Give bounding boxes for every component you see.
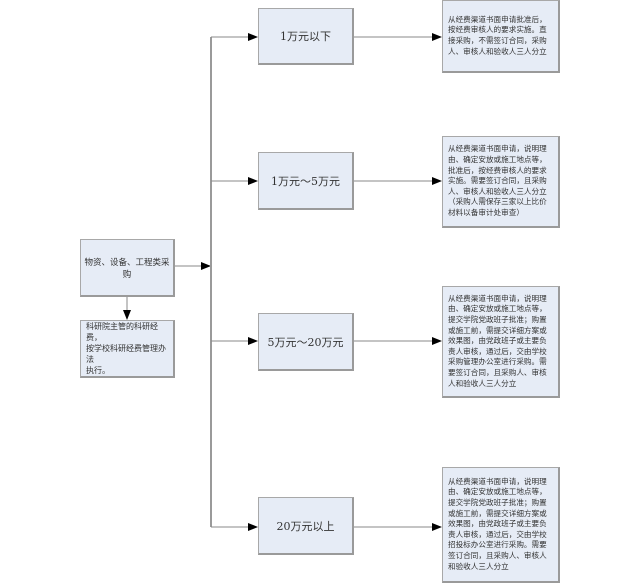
description-box-4: 从经费渠道书面申请，说明理 由、确定安放或施工地点等， 提交学院党政班子批准；购…	[442, 467, 560, 583]
description-box-3: 从经费渠道书面申请，说明理 由、确定安放或施工地点等， 提交学院党政班子批准；购…	[442, 286, 560, 398]
tier-box-3: 5万元～20万元	[258, 313, 354, 371]
tier-label: 5万元～20万元	[267, 335, 344, 349]
side-note-label: 科研院主管的科研经费， 按学校科研经费管理办法 执行。	[86, 322, 166, 375]
tier-box-1: 1万元以下	[258, 8, 354, 65]
root-label: 物资、设备、工程类采购	[84, 257, 170, 280]
side-note-box: 科研院主管的科研经费， 按学校科研经费管理办法 执行。	[80, 320, 175, 378]
tier-box-2: 1万元～5万元	[258, 152, 354, 210]
tier-box-4: 20万元以上	[258, 497, 354, 555]
tier-label: 1万元～5万元	[271, 174, 340, 188]
tier-label: 1万元以下	[280, 30, 331, 43]
root-box: 物资、设备、工程类采购	[80, 239, 175, 297]
description-text: 从经费渠道书面申请，说明理 由、确定安放或施工地点等， 提交学院党政班子批准；购…	[448, 476, 547, 571]
description-text: 从经费渠道书面申请，说明理 由、确定安放或施工地点等， 提交学院党政班子批准；购…	[448, 293, 547, 388]
tier-label: 20万元以上	[276, 519, 335, 533]
description-text: 从经费渠道书面申请，说明理 由、确定安放或施工地点等， 批准后，按经费审核人的要…	[448, 144, 547, 217]
description-box-1: 从经费渠道书面申请批准后， 按经费审核人的要求实施。直 接采购，不需签订合同，采…	[442, 0, 560, 73]
description-box-2: 从经费渠道书面申请，说明理 由、确定安放或施工地点等， 批准后，按经费审核人的要…	[442, 136, 560, 228]
description-text: 从经费渠道书面申请批准后， 按经费审核人的要求实施。直 接采购，不需签订合同，采…	[448, 14, 547, 56]
